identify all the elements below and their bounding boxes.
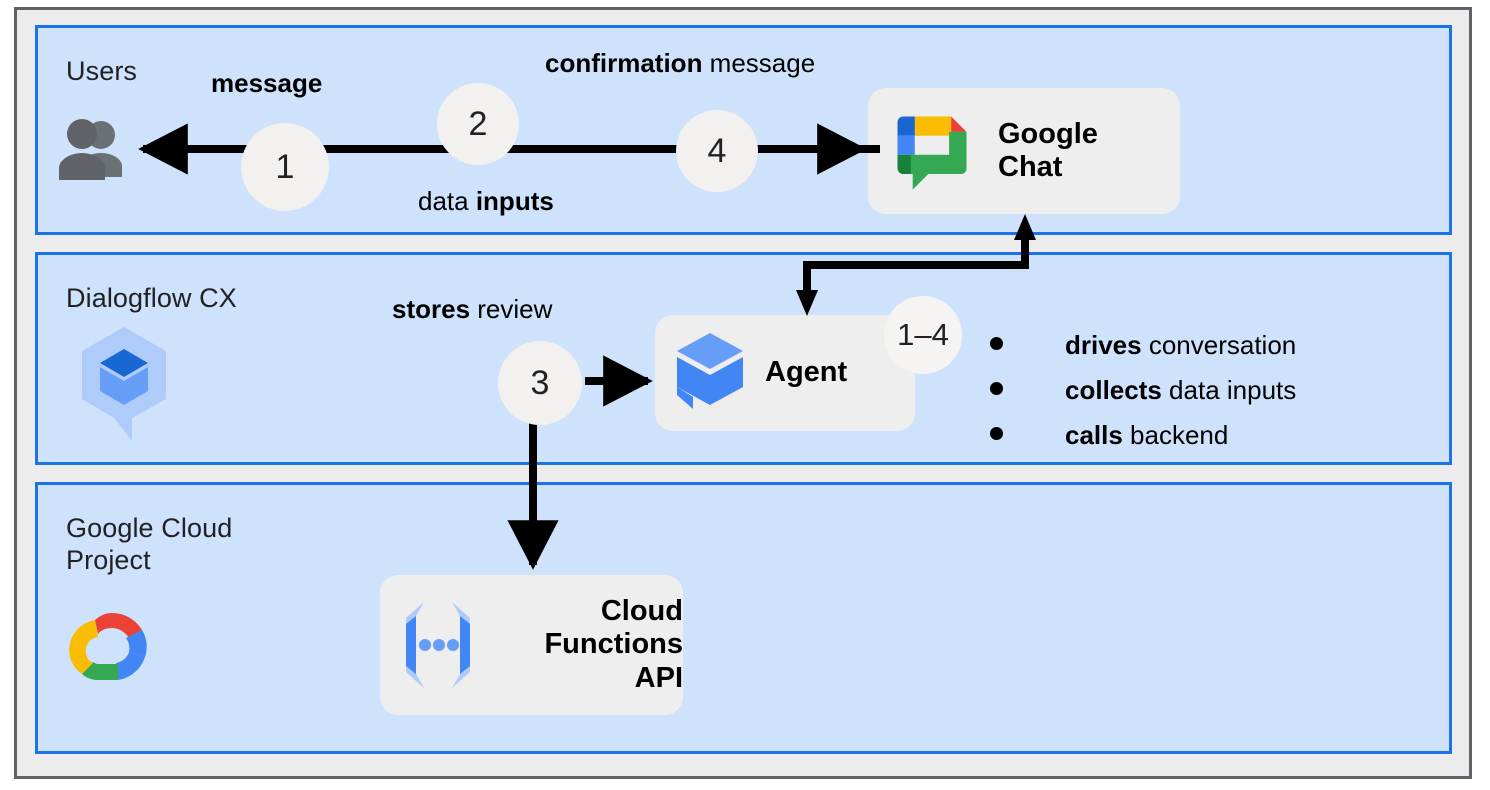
list-item: drives conversation (990, 330, 1410, 361)
node-cloud-functions-api[interactable]: Cloud Functions API (380, 575, 683, 715)
google-cloud-icon (64, 607, 160, 685)
edge-label-confirmation-bold: confirmation (545, 48, 703, 78)
edge-label-data-inputs-rest: data (418, 186, 476, 216)
bullet-text: collects data inputs (1065, 375, 1296, 406)
bullet-bold: drives (1065, 330, 1142, 360)
agent-icon (673, 331, 747, 415)
google-chat-label: Google Chat (998, 117, 1098, 183)
google-chat-icon (886, 105, 978, 197)
bullet-bold: calls (1065, 420, 1123, 450)
step-badge-1-4: 1–4 (884, 296, 962, 374)
cloud-functions-label: Cloud Functions API (544, 595, 683, 694)
bullet-rest: data inputs (1161, 375, 1297, 405)
edge-label-data-inputs: data inputs (418, 186, 554, 217)
bullet-icon (990, 337, 1003, 350)
list-item: collects data inputs (990, 375, 1410, 406)
edge-label-stores-review-bold: stores (392, 294, 471, 324)
list-item: calls backend (990, 420, 1410, 451)
cloud-functions-icon (394, 596, 482, 694)
step-circle-4: 4 (676, 110, 758, 192)
node-google-chat[interactable]: Google Chat (868, 88, 1180, 214)
bullet-icon (990, 382, 1003, 395)
bullet-rest: conversation (1141, 330, 1297, 360)
step-circle-2: 2 (437, 83, 519, 165)
users-icon (58, 118, 132, 180)
edge-label-message: message (211, 68, 322, 99)
step-circle-1: 1 (241, 123, 329, 211)
edge-label-stores-review-rest: review (470, 294, 553, 324)
bullet-rest: backend (1122, 420, 1229, 450)
dialogflow-cx-icon (78, 325, 170, 443)
edge-label-stores-review: stores review (392, 294, 552, 325)
panel-google-cloud-project-title: Google Cloud Project (66, 513, 233, 575)
bullet-bold: collects (1065, 375, 1162, 405)
bullet-text: calls backend (1065, 420, 1228, 451)
edge-label-confirmation: confirmation message (545, 48, 815, 79)
edge-label-data-inputs-bold: inputs (475, 186, 554, 216)
step-circle-3: 3 (498, 341, 582, 425)
panel-users-title: Users (66, 56, 138, 86)
panel-dialogflow-title: Dialogflow CX (66, 283, 237, 313)
agent-capability-list: drives conversation collects data inputs… (990, 330, 1410, 465)
bullet-text: drives conversation (1065, 330, 1296, 361)
edge-label-message-bold: message (211, 68, 323, 98)
node-agent[interactable]: Agent (655, 315, 915, 431)
agent-label: Agent (765, 356, 848, 389)
edge-label-confirmation-rest: message (702, 48, 816, 78)
panel-google-cloud-project: Google Cloud Project (35, 482, 1452, 754)
bullet-icon (990, 427, 1003, 440)
